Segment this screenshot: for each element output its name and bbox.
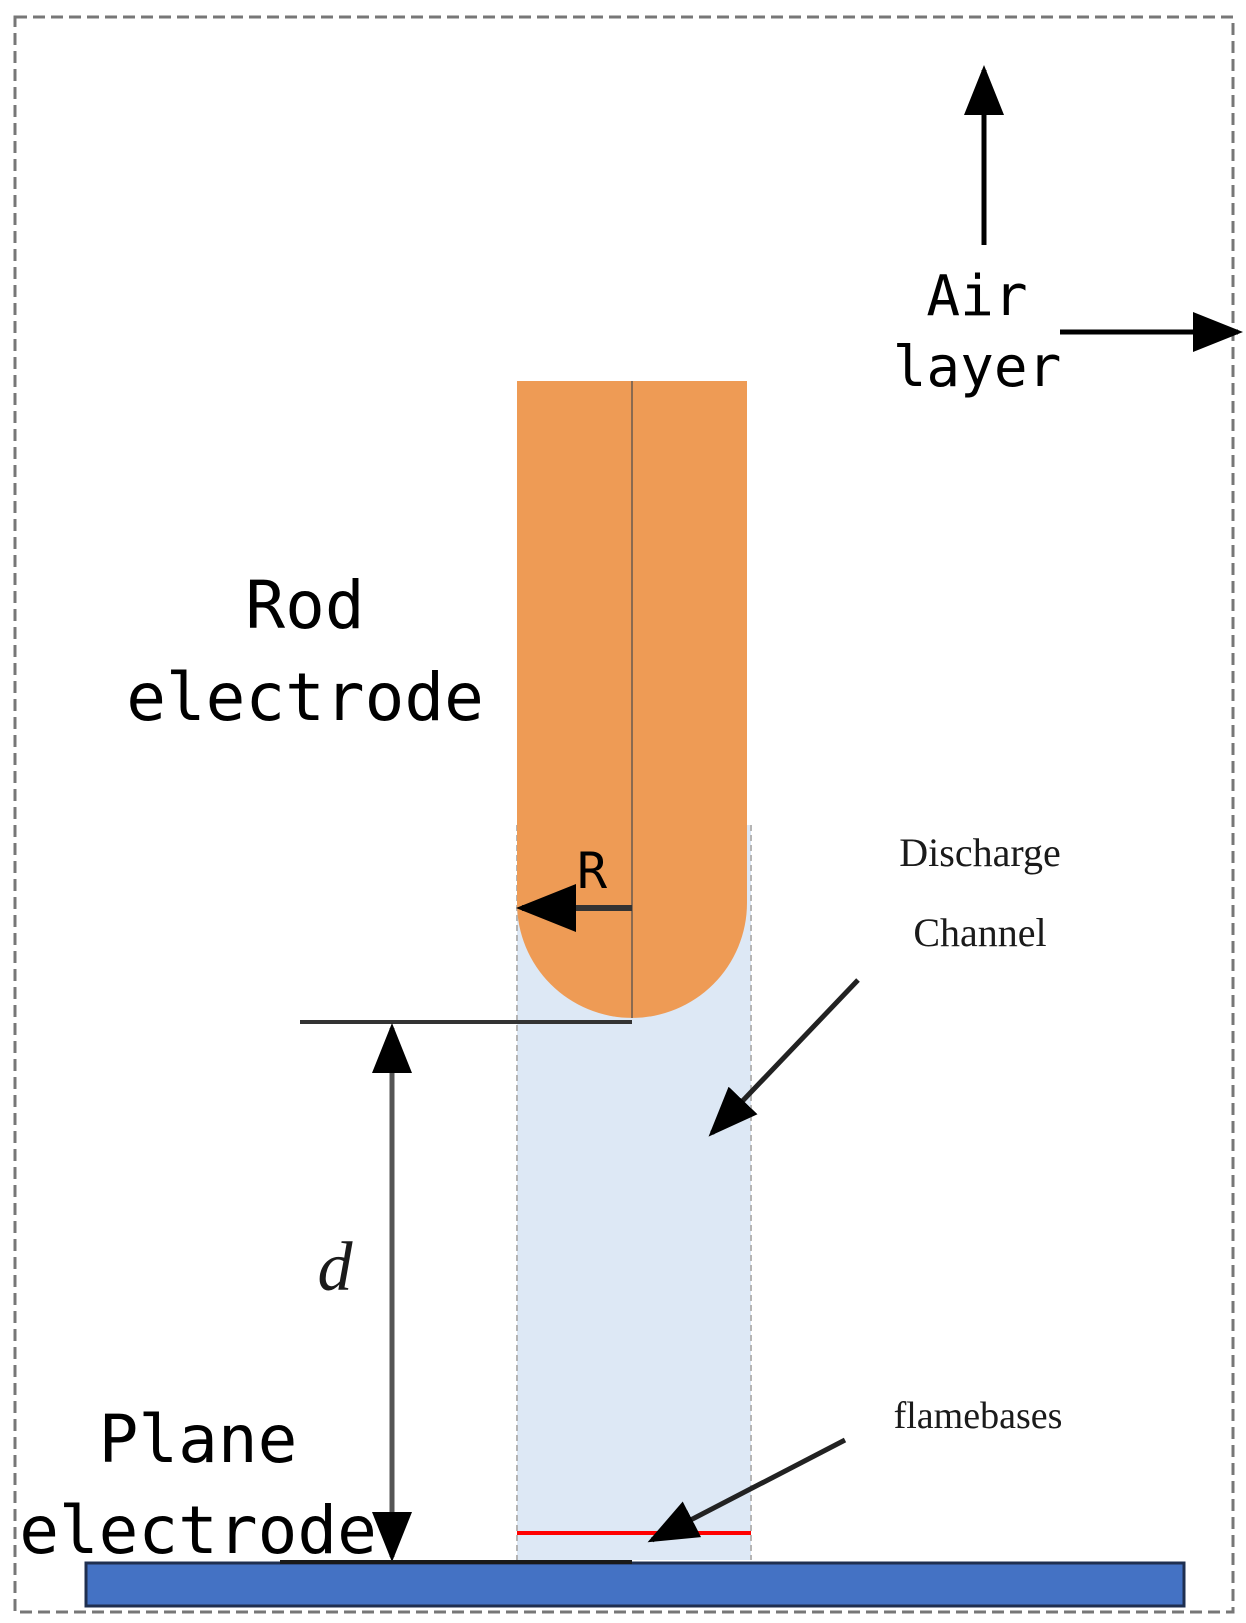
discharge-channel-label-line1: Discharge	[899, 830, 1060, 875]
air-layer-label-line1: Air	[926, 264, 1027, 329]
air-layer-label-line2: layer	[893, 335, 1062, 400]
flame-bases-arrow	[647, 1437, 847, 1543]
radius-label: R	[577, 842, 608, 900]
plane-electrode	[84, 1561, 1186, 1608]
discharge-channel-label-line2: Channel	[913, 910, 1046, 955]
air-layer-boundary	[13, 15, 1235, 1614]
rod-electrode-label-line2: electrode	[126, 659, 484, 736]
discharge-channel-arrow	[708, 978, 860, 1137]
plane-electrode-label-line2: electrode	[19, 1492, 377, 1569]
plane-electrode-label-line1: Plane	[99, 1401, 298, 1478]
distance-label: d	[318, 1229, 354, 1306]
rod-electrode-label-line1: Rod	[245, 567, 364, 644]
flame-bases-label: flamebases	[894, 1395, 1063, 1437]
